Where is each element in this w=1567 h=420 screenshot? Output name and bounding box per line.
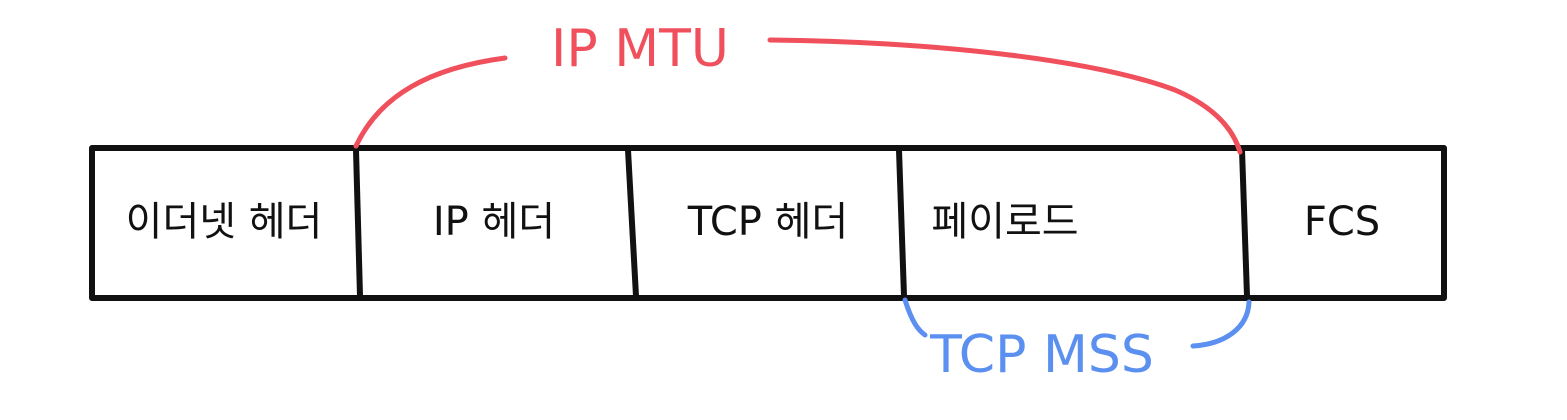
ip-mtu-label: IP MTU xyxy=(551,19,729,79)
tcp-mss-bracket: TCP MSS xyxy=(902,297,1252,385)
tcp-mss-label: TCP MSS xyxy=(929,325,1154,385)
divider-3 xyxy=(896,147,907,299)
ip-mtu-bracket: IP MTU xyxy=(353,19,1243,155)
tcp-mss-curve-left xyxy=(902,297,928,338)
frame-outline xyxy=(89,145,1447,301)
divider-1 xyxy=(353,147,363,299)
divider-2 xyxy=(625,147,639,299)
cell-ip-header: IP 헤더 xyxy=(433,199,555,245)
cell-ethernet-header: 이더넷 헤더 xyxy=(126,199,323,245)
frame-structure xyxy=(89,145,1447,301)
cell-payload: 페이로드 xyxy=(931,199,1078,245)
cell-fcs: FCS xyxy=(1304,199,1380,245)
ip-mtu-curve-left xyxy=(353,55,508,149)
divider-4 xyxy=(1239,147,1250,299)
frame-cells: 이더넷 헤더 IP 헤더 TCP 헤더 페이로드 FCS xyxy=(126,199,1381,245)
cell-tcp-header: TCP 헤더 xyxy=(687,199,848,245)
ip-mtu-curve-right xyxy=(767,37,1243,155)
tcp-mss-curve-right xyxy=(1190,299,1252,349)
